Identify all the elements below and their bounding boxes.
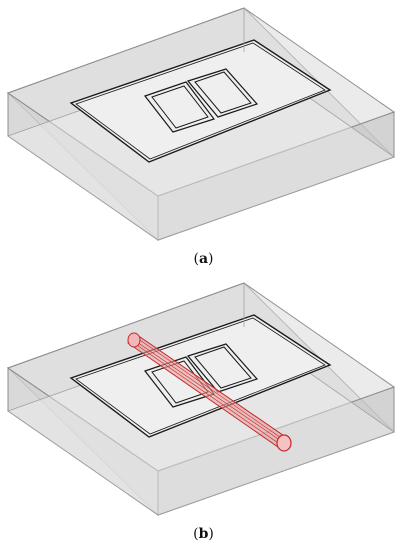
cylinder-back-cap xyxy=(127,332,141,348)
board-inner-outline xyxy=(75,317,326,435)
right-coil-outer xyxy=(186,343,259,393)
cylinder-line xyxy=(133,339,285,444)
cylinder-conductor xyxy=(127,332,292,452)
board-inner-outline xyxy=(75,42,326,160)
caption-a: (a) xyxy=(0,251,407,267)
right-coil-inner xyxy=(194,71,252,114)
cylinder-front-cap xyxy=(276,434,292,452)
caption-a-text: (a) xyxy=(193,251,214,267)
left-coil-outer xyxy=(144,81,215,133)
cylinder-line xyxy=(136,337,288,443)
cylinder-line xyxy=(130,340,282,446)
right-coil-inner xyxy=(194,346,252,389)
caption-letter: a xyxy=(198,251,209,267)
3d-box-diagram-b xyxy=(6,282,396,516)
left-coil-inner xyxy=(151,85,209,129)
right-coil-outer xyxy=(186,68,259,118)
figure-panel-b: (b) xyxy=(0,275,407,550)
caption-letter: b xyxy=(198,526,209,542)
caption-b-text: (b) xyxy=(193,526,214,542)
figure-panel-a: (a) xyxy=(0,7,407,267)
caption-b: (b) xyxy=(0,526,407,542)
3d-box-diagram-a xyxy=(6,7,396,241)
